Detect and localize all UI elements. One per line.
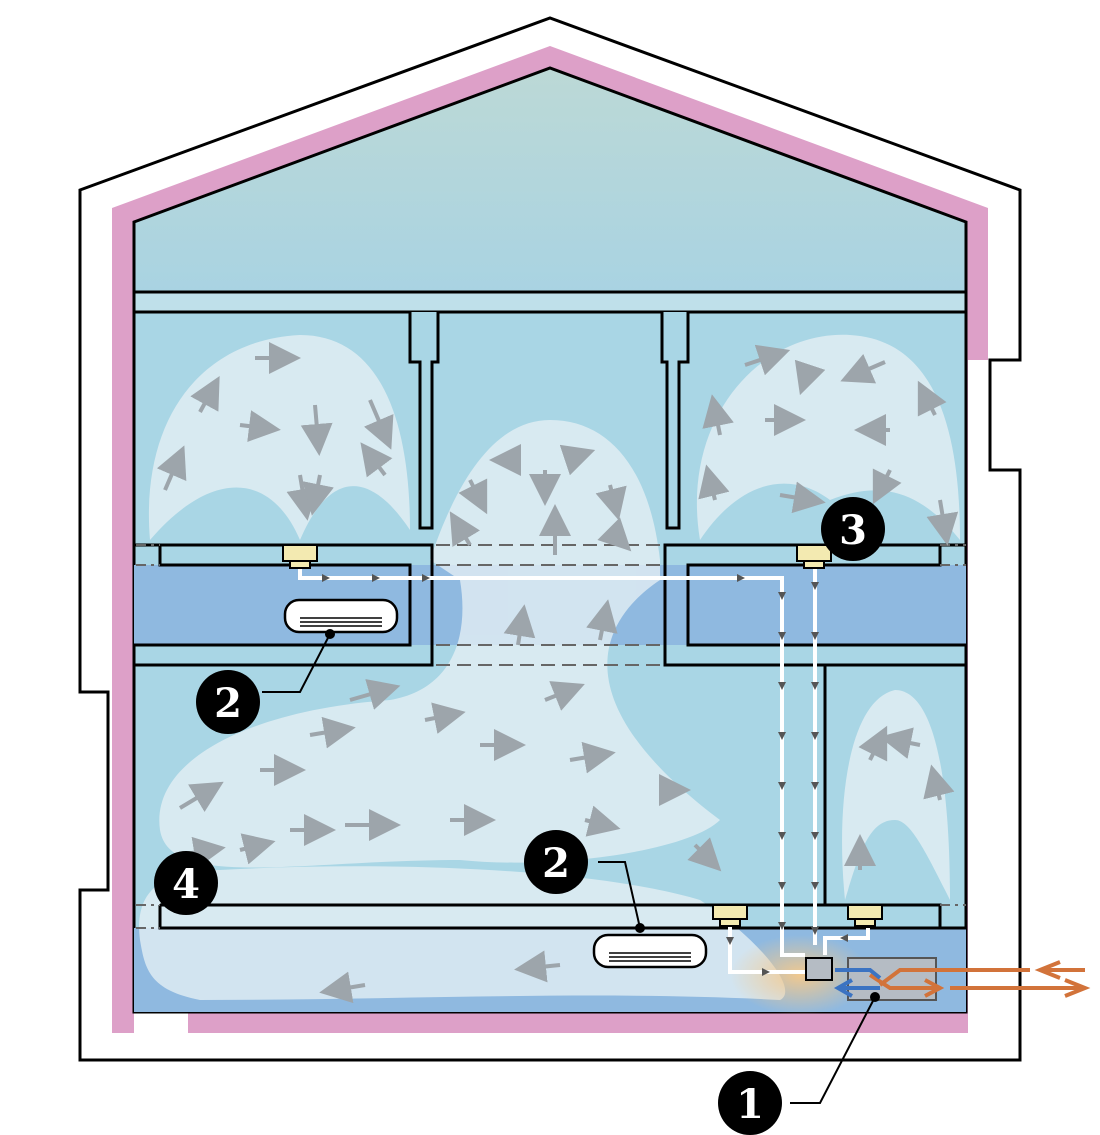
svg-text:2: 2 [542, 840, 570, 887]
ventilation-unit-icon [805, 957, 937, 1001]
svg-text:1: 1 [736, 1081, 764, 1128]
svg-text:3: 3 [839, 507, 867, 554]
callout-4: 4 [154, 851, 218, 915]
svg-text:4: 4 [172, 861, 200, 908]
callout-2-lower: 2 [524, 830, 588, 894]
callout-leaders [262, 633, 876, 1104]
airflow-arrow-icon [156, 342, 959, 1004]
air-conditioner-icon [283, 598, 708, 969]
ceiling-vent-icon [282, 544, 883, 927]
attic-space [132, 66, 968, 294]
callout-2-upper: 2 [196, 670, 260, 734]
callout-anchors [325, 629, 880, 1002]
outdoor-air-arrows [833, 960, 1091, 998]
callout-1: 1 [718, 1071, 782, 1135]
svg-text:2: 2 [214, 680, 242, 727]
callout-3: 3 [821, 497, 885, 561]
